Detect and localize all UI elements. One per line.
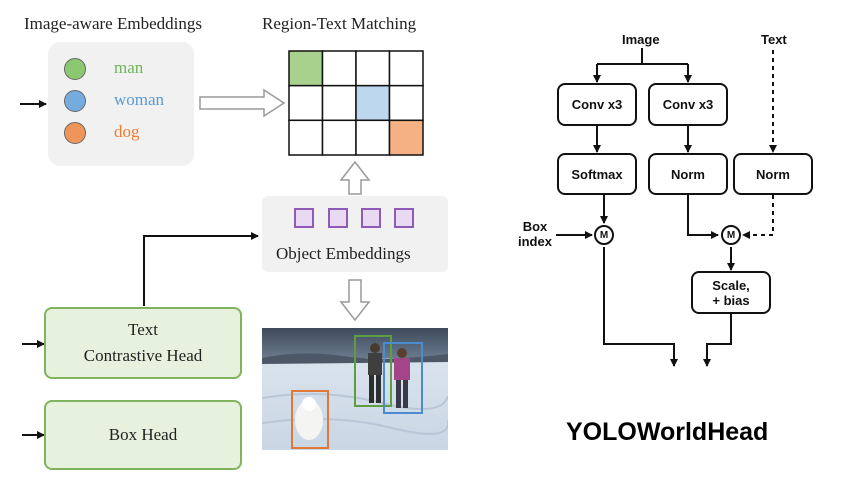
object-embedding-square (294, 208, 314, 228)
object-embedding-square (394, 208, 414, 228)
matching-cell (288, 84, 324, 122)
left-connectors (20, 88, 371, 439)
matching-cell-highlighted (355, 84, 391, 122)
matching-cell (355, 50, 391, 87)
dog-embedding-dot (64, 122, 86, 144)
matching-cell-highlighted (288, 50, 324, 87)
matching-title: Region-Text Matching (262, 14, 417, 33)
image-input-label: Image (622, 32, 660, 47)
woman-embedding-dot (64, 90, 86, 112)
conv-block-right: Conv x3 (648, 83, 728, 126)
object-embedding-square (328, 208, 348, 228)
dog-label: dog (114, 122, 140, 141)
matching-cell (321, 84, 357, 122)
embeddings-to-matching-arrow (199, 88, 286, 118)
box-index-line2: index (518, 234, 552, 249)
woman-label: woman (114, 90, 165, 109)
texthead-to-object-arrow (143, 232, 259, 306)
text-input-label: Text (761, 32, 787, 47)
man-label: man (114, 58, 144, 77)
text-head-line2: Contrastive Head (83, 346, 203, 365)
box-head-box: Box Head (44, 400, 242, 470)
conv-block-left: Conv x3 (557, 83, 637, 126)
matching-cell (321, 50, 357, 87)
dog-detection-box (291, 390, 329, 449)
m-right-label: M (726, 229, 736, 241)
box-index-label: Box index (518, 219, 552, 249)
multiply-node-left: M (594, 225, 614, 245)
scale-bias-block: Scale, + bias (691, 271, 771, 314)
norm-image-label: Norm (671, 166, 705, 182)
norm-text-label: Norm (756, 166, 790, 182)
text-contrastive-head-box: Text Contrastive Head (44, 307, 242, 379)
multiply-node-right: M (721, 225, 741, 245)
norm-block-image: Norm (648, 153, 728, 195)
matching-cell (288, 119, 324, 156)
yoloworldhead-title: YOLOWorldHead (566, 418, 769, 446)
object-embeddings-panel: Object Embeddings (262, 196, 448, 272)
scale-line2: + bias (712, 292, 750, 308)
box-index-line1: Box (522, 219, 548, 234)
yoloworld-connectors (556, 48, 777, 367)
matching-cell-highlighted (388, 119, 424, 156)
box-head-label: Box Head (108, 425, 178, 444)
matching-cell (388, 84, 424, 122)
m-left-label: M (599, 229, 609, 241)
softmax-block: Softmax (557, 153, 637, 195)
norm-block-text: Norm (733, 153, 813, 195)
object-embedding-square (361, 208, 381, 228)
object-to-matching-arrow (339, 160, 371, 195)
softmax-label: Softmax (571, 166, 623, 182)
matching-cell (388, 50, 424, 87)
text-head-line1: Text (128, 320, 158, 339)
woman-detection-box (383, 342, 423, 414)
region-text-matching-grid (288, 50, 424, 156)
image-aware-embeddings-panel: man woman dog (48, 42, 194, 166)
matching-cell (355, 119, 391, 156)
conv-right-label: Conv x3 (662, 97, 714, 112)
matching-cell (321, 119, 357, 156)
conv-left-label: Conv x3 (571, 97, 623, 112)
image-to-object-arrow (339, 279, 371, 322)
scale-line1: Scale, (712, 277, 750, 293)
object-embeddings-label: Object Embeddings (276, 244, 411, 263)
man-embedding-dot (64, 58, 86, 80)
man-detection-box (354, 335, 392, 407)
snow-detection-image (262, 328, 448, 450)
embeddings-title: Image-aware Embeddings (24, 14, 202, 33)
